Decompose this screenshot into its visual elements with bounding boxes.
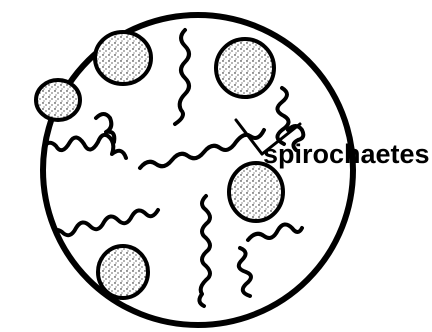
spirochaete bbox=[140, 130, 264, 168]
spirochaete bbox=[199, 196, 210, 306]
spirochaete bbox=[175, 30, 189, 124]
blood-cell bbox=[36, 80, 80, 120]
spirochaete bbox=[50, 210, 158, 238]
blood-cell bbox=[98, 246, 148, 298]
field-of-view-circle bbox=[43, 15, 353, 325]
spirochaete bbox=[239, 248, 251, 296]
spirochaete bbox=[248, 224, 302, 240]
blood-cell bbox=[95, 32, 151, 84]
spirochaetes-label: spirochaetes bbox=[263, 139, 430, 169]
blood-cell bbox=[216, 39, 274, 97]
blood-cell bbox=[229, 163, 283, 221]
